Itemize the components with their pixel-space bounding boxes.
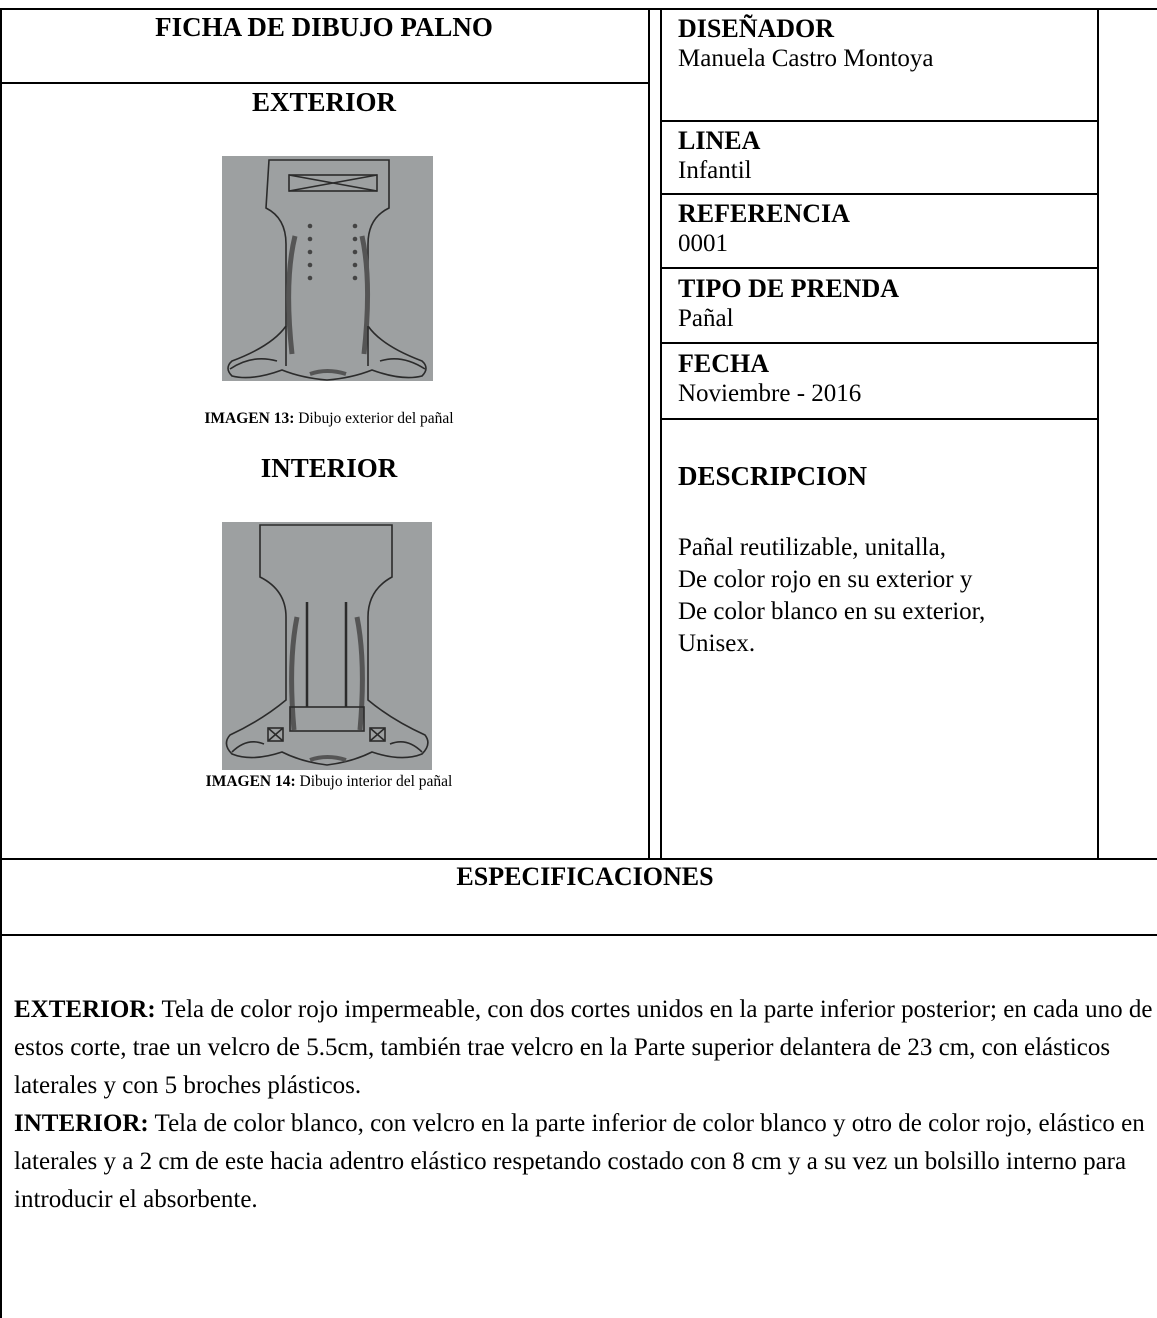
exterior-caption-text: Dibujo exterior del pañal [294,410,454,427]
referencia-label: REFERENCIA [678,199,850,228]
exterior-heading: EXTERIOR [251,87,397,117]
linea-label: LINEA [678,126,761,155]
spec-exterior-text: Tela de color rojo impermeable, con dos … [14,996,1153,1099]
tipo-prenda-value: Pañal [678,305,734,332]
spec-interior: INTERIOR: Tela de color blanco, con velc… [14,1105,1154,1219]
linea-value: Infantil [678,157,752,184]
table-left-border [0,8,2,1318]
descripcion-line: Unisex. [678,630,756,657]
referencia-row-bottom [660,267,1097,269]
page-title: FICHA DE DIBUJO PALNO [155,12,493,42]
interior-caption-label: IMAGEN 14: [205,773,296,790]
tipo-prenda-label: TIPO DE PRENDA [678,274,900,303]
upper-section-bottom [0,858,1157,860]
descripcion-line: De color rojo en su exterior y [678,566,973,593]
spec-interior-label: INTERIOR: [14,1110,149,1137]
referencia-cell: REFERENCIA 0001 [678,199,850,259]
exterior-caption: IMAGEN 13: Dibujo exterior del pañal [0,410,658,428]
descripcion-text: Pañal reutilizable, unitalla, De color r… [678,532,1098,660]
spec-exterior: EXTERIOR: Tela de color rojo impermeable… [14,991,1154,1105]
title-row-bottom [0,82,648,84]
descripcion-line: De color blanco en su exterior, [678,598,986,625]
tipo-row-bottom [660,342,1097,344]
disenador-label: DISEÑADOR [678,14,835,43]
interior-heading: INTERIOR [260,453,398,483]
linea-row-bottom [660,193,1097,195]
spec-exterior-label: EXTERIOR: [14,996,156,1023]
fecha-label: FECHA [678,349,769,378]
specs-heading: ESPECIFICACIONES [456,862,714,891]
interior-caption: IMAGEN 14: Dibujo interior del pañal [0,773,658,791]
disenador-row-bottom [660,120,1097,122]
table-top-border [0,8,1157,10]
disenador-cell: DISEÑADOR Manuela Castro Montoya [678,14,934,74]
column-divider-right [660,8,662,858]
descripcion-label: DESCRIPCION [678,461,868,491]
specs-heading-bottom [0,934,1157,936]
linea-cell: LINEA Infantil [678,126,760,186]
disenador-value: Manuela Castro Montoya [678,45,934,72]
tipo-prenda-cell: TIPO DE PRENDA Pañal [678,274,899,334]
interior-diaper-drawing [222,522,432,770]
exterior-diaper-drawing [222,156,433,381]
right-narrow-column-border [1097,8,1099,858]
fecha-value: Noviembre - 2016 [678,380,862,407]
fecha-cell: FECHA Noviembre - 2016 [678,349,861,409]
interior-caption-text: Dibujo interior del pañal [295,773,453,790]
referencia-value: 0001 [678,230,728,257]
exterior-caption-label: IMAGEN 13: [204,410,295,427]
fecha-row-bottom [660,418,1097,420]
column-divider-left [648,8,650,858]
descripcion-line: Pañal reutilizable, unitalla, [678,534,946,561]
spec-interior-text: Tela de color blanco, con velcro en la p… [14,1110,1145,1213]
specs-body: EXTERIOR: Tela de color rojo impermeable… [14,991,1154,1219]
